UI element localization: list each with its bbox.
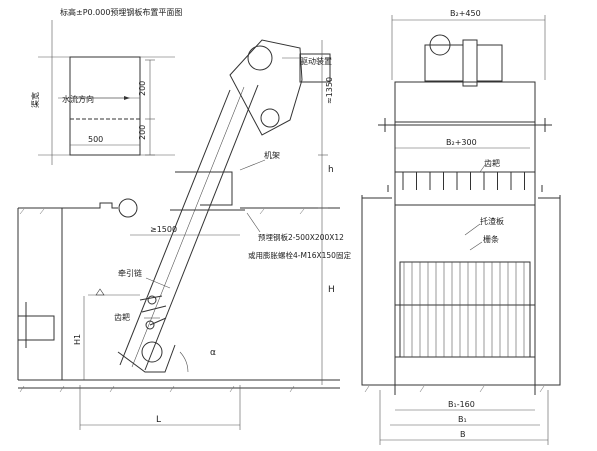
front-view bbox=[361, 15, 561, 445]
plan-title: 标高±P0.000预埋钢板布置平面图 bbox=[60, 7, 182, 17]
flow-arrow-icon bbox=[124, 96, 130, 100]
dim-b1: B₁ bbox=[458, 415, 467, 424]
label-chain: 牵引链 bbox=[118, 268, 142, 278]
side-view bbox=[17, 39, 340, 430]
dim-H: H bbox=[328, 285, 335, 295]
plan-dim-500: 500 bbox=[88, 135, 103, 144]
label-bolt: 或用膨胀螺栓4-M16X150固定 bbox=[248, 250, 351, 260]
label-drive: 驱动装置 bbox=[300, 56, 332, 66]
label-plate-front: 托渣板 bbox=[480, 216, 504, 226]
plan-flow-label: 水流方向 bbox=[62, 94, 94, 104]
plan-width-label: 渠宽 bbox=[30, 92, 40, 108]
label-min-1500: ≥1500 bbox=[150, 225, 177, 234]
dim-h: h bbox=[328, 165, 334, 175]
label-plate: 预埋钢板2-500X200X12 bbox=[258, 232, 344, 242]
label-rake-side: 齿耙 bbox=[114, 313, 130, 322]
label-bars: 栅条 bbox=[483, 234, 499, 244]
front-screen-bars bbox=[403, 262, 525, 357]
plan-view bbox=[38, 20, 175, 165]
angle-alpha: α bbox=[210, 348, 216, 358]
dim-b: B bbox=[460, 430, 466, 439]
dim-1350: ≈1350 bbox=[325, 77, 334, 104]
dim-b2-300: B₂+300 bbox=[446, 138, 477, 147]
label-rake-front: 齿耙 bbox=[484, 159, 500, 168]
dim-b1-160: B₁-160 bbox=[448, 400, 475, 409]
dim-b2-450: B₂+450 bbox=[450, 9, 481, 18]
plan-dim-200-a: 200 bbox=[138, 81, 147, 96]
label-frame: 机架 bbox=[264, 150, 280, 160]
front-rake-teeth bbox=[402, 172, 525, 190]
plan-dim-200-b: 200 bbox=[138, 125, 147, 140]
dim-H1: H1 bbox=[73, 334, 82, 345]
dim-L: L bbox=[156, 415, 161, 425]
